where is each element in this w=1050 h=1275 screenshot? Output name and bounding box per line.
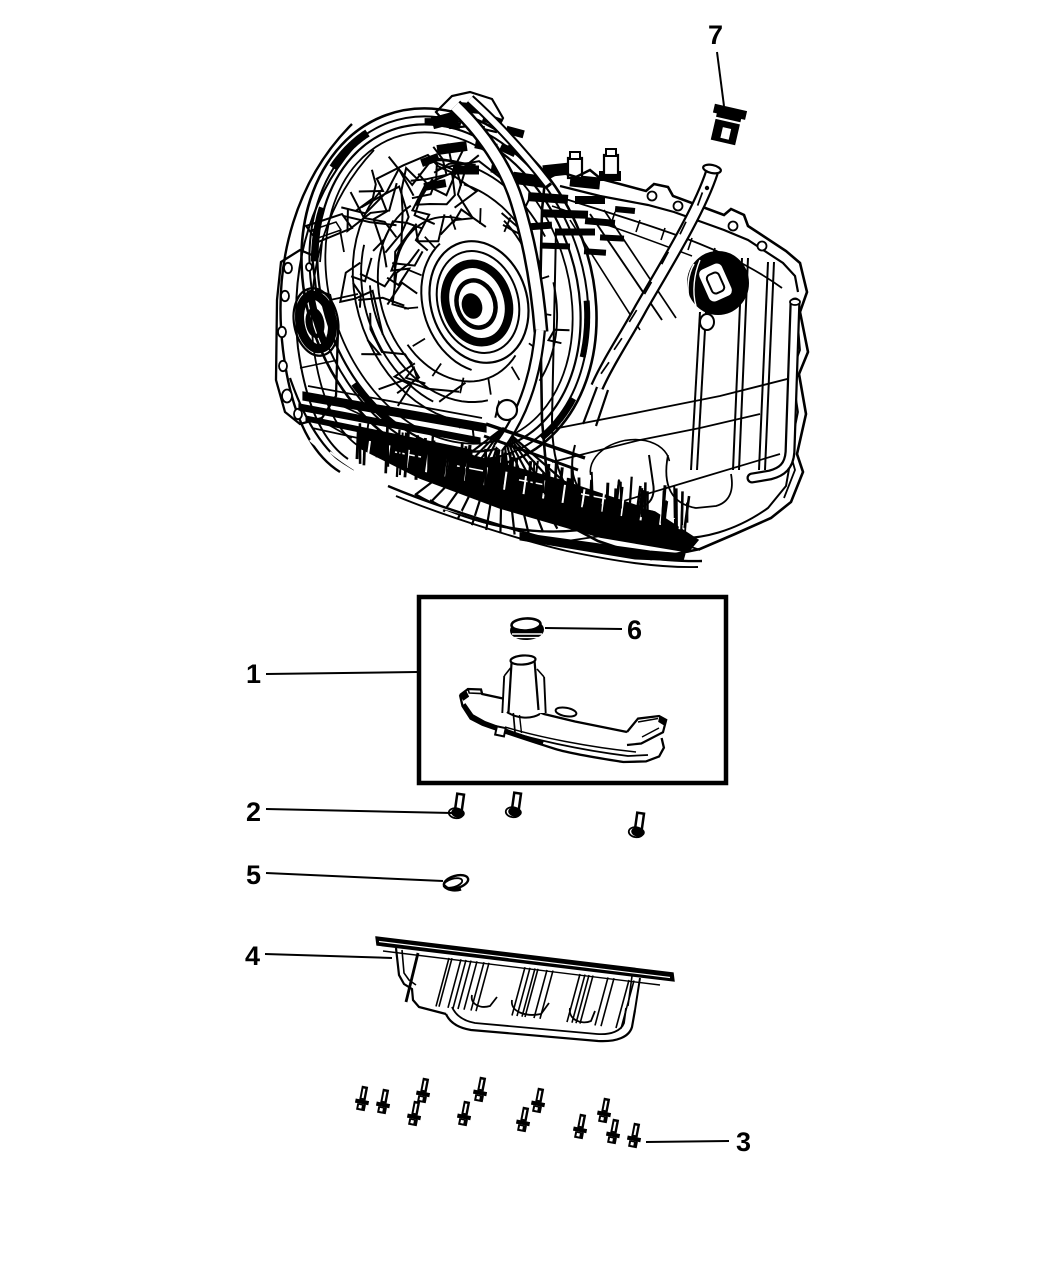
svg-text:4: 4	[245, 941, 260, 971]
svg-text:2: 2	[246, 797, 261, 827]
svg-text:3: 3	[736, 1127, 751, 1157]
svg-text:5: 5	[246, 860, 261, 890]
svg-text:7: 7	[708, 20, 723, 50]
svg-text:6: 6	[627, 615, 642, 645]
svg-text:1: 1	[246, 659, 261, 689]
